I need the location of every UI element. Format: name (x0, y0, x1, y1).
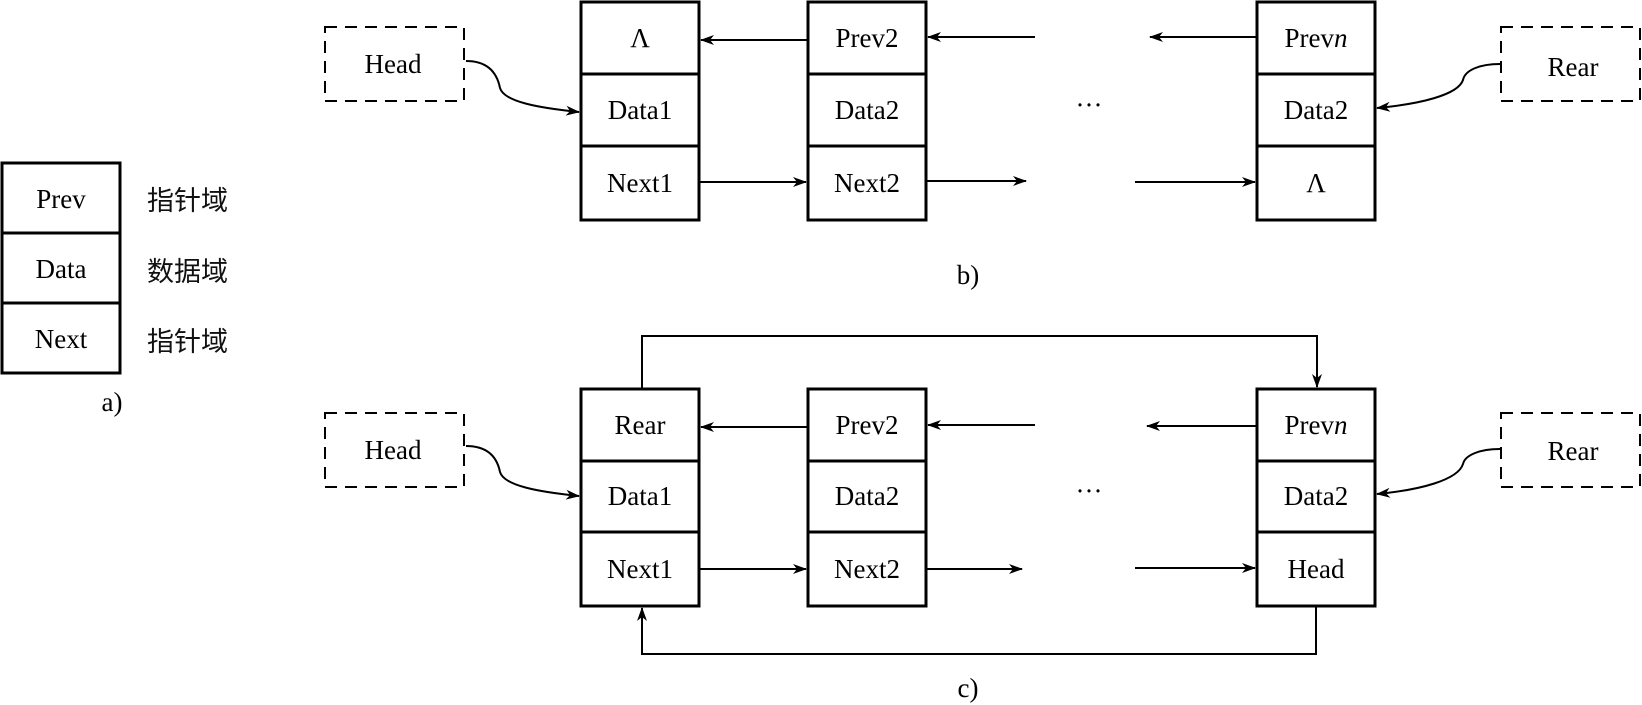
panel-c-circular-doubly-linked-list: Head Rear Data1 Next1 Prev2 Data2 Next2 … (324, 335, 1641, 703)
node1-data-label: Data1 (608, 95, 672, 125)
rear-pointer-label: Rear (1548, 52, 1599, 82)
field-prev-cell (0, 161, 122, 235)
noden-next-label-c: Head (1288, 554, 1345, 584)
rear-to-noden-arrow-c (1376, 448, 1501, 498)
head-to-node1-arrow-c (465, 445, 580, 500)
caption-a: a) (102, 387, 123, 417)
field-data-label: Data (36, 254, 87, 284)
noden-data-label: Data2 (1284, 95, 1348, 125)
panel-a-node-structure: Prev Data Next 指针域 数据域 指针域 a) (0, 161, 228, 417)
ellipsis-b: ··· (1076, 90, 1103, 120)
noden-data-label-c: Data2 (1284, 481, 1348, 511)
head-pointer-box (324, 26, 465, 102)
field-next-description: 指针域 (147, 327, 228, 358)
node-2-c: Prev2 Data2 Next2 (806, 387, 928, 608)
node2-data-cell-c (806, 459, 928, 534)
head-pointer-label-c: Head (365, 435, 422, 465)
node2-prev-cell (806, 0, 928, 76)
head-pointer-box-c (324, 412, 465, 488)
node2-data-label: Data2 (835, 95, 899, 125)
field-next-label: Next (35, 324, 88, 354)
field-next-cell (0, 301, 122, 375)
noden-next-cell (1255, 144, 1377, 222)
noden-next-null: Λ (1306, 168, 1326, 198)
caption-b: b) (957, 260, 980, 290)
field-prev-description: 指针域 (147, 186, 228, 217)
node1-next-cell-c (579, 530, 701, 608)
node2-prev-label-c: Prev2 (836, 410, 899, 440)
field-prev-label: Prev (36, 184, 86, 214)
node1-prev-null: Λ (630, 23, 650, 53)
noden-prev-cell (1255, 0, 1377, 76)
node1-next-label-c: Next1 (607, 554, 673, 584)
node2-next-label-c: Next2 (834, 554, 900, 584)
node-1-c: Rear Data1 Next1 (579, 387, 701, 608)
rear-pointer-box-c (1500, 412, 1641, 488)
rear-pointer-box (1500, 26, 1641, 102)
node-2: Prev2 Data2 Next2 (806, 0, 928, 222)
node2-data-label-c: Data2 (835, 481, 899, 511)
panel-b-doubly-linked-list: Head Λ Data1 Next1 Prev2 Data2 Next2 Pre… (324, 0, 1641, 290)
node1-prev-cell-c (579, 387, 701, 463)
node1-prev-to-noden-link (641, 335, 1322, 389)
rear-to-noden-arrow (1376, 63, 1501, 112)
node-n: Prevn Data2 Λ (1255, 0, 1377, 222)
head-to-node1-arrow (465, 60, 580, 116)
noden-data-cell (1255, 72, 1377, 148)
noden-next-cell-c (1255, 530, 1377, 608)
node1-data-label-c: Data1 (608, 481, 672, 511)
node-n-c: Prevn Data2 Head (1255, 387, 1377, 608)
node1-data-cell-c (579, 459, 701, 534)
node2-next-label: Next2 (834, 168, 900, 198)
node2-data-cell (806, 72, 928, 148)
ellipsis-c: ··· (1076, 476, 1103, 506)
rear-pointer-label-c: Rear (1548, 436, 1599, 466)
caption-c: c) (958, 673, 979, 703)
node1-prev-label-c: Rear (615, 410, 666, 440)
node2-next-cell-c (806, 530, 928, 608)
head-pointer-label: Head (365, 49, 422, 79)
node2-prev-label: Prev2 (836, 23, 899, 53)
noden-prev-label: Prevn (1285, 23, 1348, 53)
node1-data-cell (579, 72, 701, 148)
node2-next-cell (806, 144, 928, 222)
noden-next-to-node1-link (637, 606, 1317, 655)
field-data-description: 数据域 (147, 257, 228, 288)
node2-prev-cell-c (806, 387, 928, 463)
node-1: Λ Data1 Next1 (579, 0, 701, 222)
noden-prev-cell-c (1255, 387, 1377, 463)
node1-next-label: Next1 (607, 168, 673, 198)
noden-prev-label-c: Prevn (1285, 410, 1348, 440)
